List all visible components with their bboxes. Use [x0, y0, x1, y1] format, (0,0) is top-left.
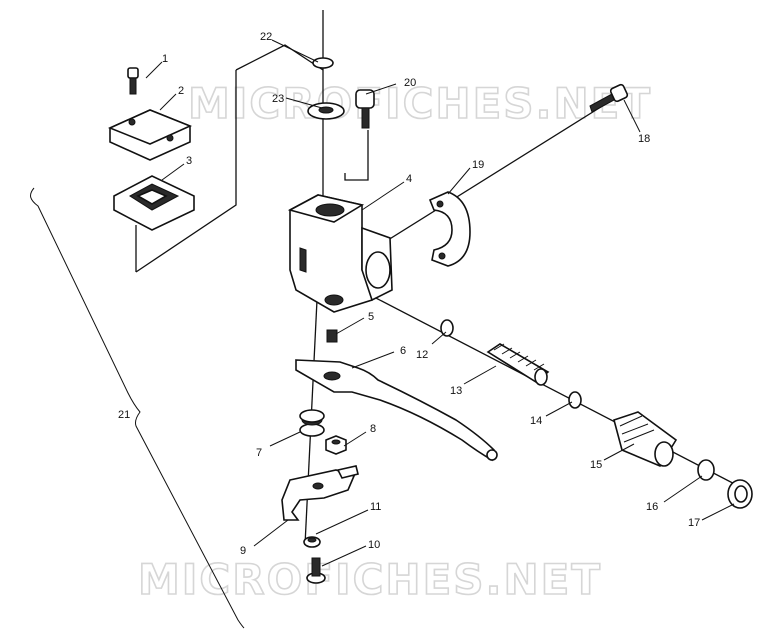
part-17-circlip	[727, 479, 753, 509]
watermark-bottom: MICROFICHES.NET	[138, 555, 602, 604]
callout-2: 2	[178, 85, 184, 97]
callout-21: 21	[118, 409, 130, 421]
part-4-master-cylinder-body	[287, 194, 393, 313]
callout-18: 18	[638, 133, 650, 145]
callout-14: 14	[530, 415, 542, 427]
part-13-spring	[486, 343, 550, 386]
callout-1: 1	[162, 53, 168, 65]
part-6-brake-lever	[295, 359, 498, 462]
part-18-clamp-bolt	[589, 83, 629, 113]
part-16-washer	[697, 459, 715, 481]
watermark-top: MICROFICHES.NET	[188, 79, 652, 128]
assembly-brace-21	[30, 187, 245, 629]
callout-13: 13	[450, 385, 462, 397]
callout-5: 5	[368, 311, 374, 323]
leader-lines	[145, 39, 735, 567]
callout-16: 16	[646, 501, 658, 513]
callout-11: 11	[370, 501, 381, 513]
callout-9: 9	[240, 545, 246, 557]
callout-8: 8	[370, 423, 376, 435]
part-9-switch-bracket	[281, 465, 359, 521]
callout-19: 19	[472, 159, 484, 171]
callout-6: 6	[400, 345, 406, 357]
callout-22: 22	[260, 31, 272, 43]
part-7-torsion-spring	[299, 409, 325, 437]
callout-labels: 1 2 3 4 5 6 7 8 9 10 11 12 13 14 15 16 1…	[118, 31, 700, 557]
callout-7: 7	[256, 447, 262, 459]
callout-15: 15	[590, 459, 602, 471]
part-12-washer	[440, 319, 454, 337]
part-8-nut	[325, 435, 347, 455]
part-20-bolt	[355, 89, 375, 129]
part-3-diaphragm	[113, 175, 195, 231]
part-1-cap-screw	[127, 67, 139, 95]
part-5-pivot-bushing	[326, 329, 338, 343]
part-14-cup-washer	[568, 391, 582, 409]
callout-3: 3	[186, 155, 192, 167]
callout-17: 17	[688, 517, 700, 529]
callout-12: 12	[416, 349, 428, 361]
part-10-screw	[306, 557, 326, 584]
part-19-handlebar-clamp	[428, 191, 471, 267]
callout-20: 20	[404, 77, 416, 89]
callout-10: 10	[368, 539, 380, 551]
part-22-washer	[312, 57, 334, 69]
part-15-piston	[613, 411, 678, 468]
callout-23: 23	[272, 93, 284, 105]
part-2-reservoir-cap	[107, 109, 193, 161]
part-11-spacer	[303, 536, 321, 548]
callout-4: 4	[406, 173, 412, 185]
